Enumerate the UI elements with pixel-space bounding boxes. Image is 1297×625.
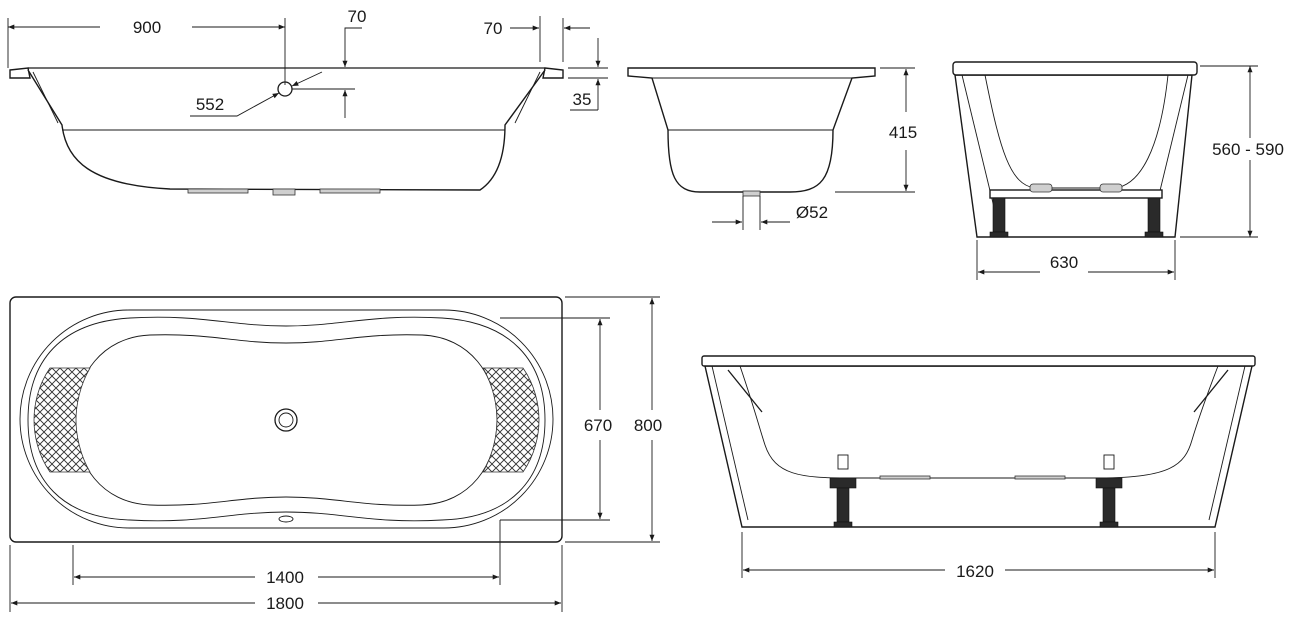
dim-overflow-height: 70	[348, 7, 367, 26]
dim-inner-width: 670	[584, 416, 612, 435]
dim-drain-diameter: Ø52	[796, 203, 828, 222]
dim-overflow-diameter: 552	[196, 95, 224, 114]
dim-rim-thickness: 35	[573, 90, 592, 109]
dim-outer-length: 1800	[266, 594, 304, 613]
dim-outer-width: 800	[634, 416, 662, 435]
dim-inner-length: 1400	[266, 568, 304, 587]
side-section-view: 900 552 70 70 35	[7, 7, 608, 196]
dim-rim-width: 70	[484, 19, 503, 38]
side-elevation-view: 1620	[701, 355, 1256, 581]
hatched-headrest-left	[33, 367, 91, 473]
dim-height-range: 560 - 590	[1212, 140, 1284, 159]
end-section-view: 415 Ø52	[627, 67, 917, 230]
dim-depth: 415	[889, 123, 917, 142]
hatched-headrest-right	[482, 367, 540, 473]
end-elevation-view: 560 - 590 630	[952, 61, 1294, 280]
dim-base-length: 1620	[956, 562, 994, 581]
top-view: 670 800 1400 1800	[9, 296, 662, 613]
dim-base-width: 630	[1050, 253, 1078, 272]
dim-length-to-overflow: 900	[133, 18, 161, 37]
drain	[274, 408, 298, 432]
